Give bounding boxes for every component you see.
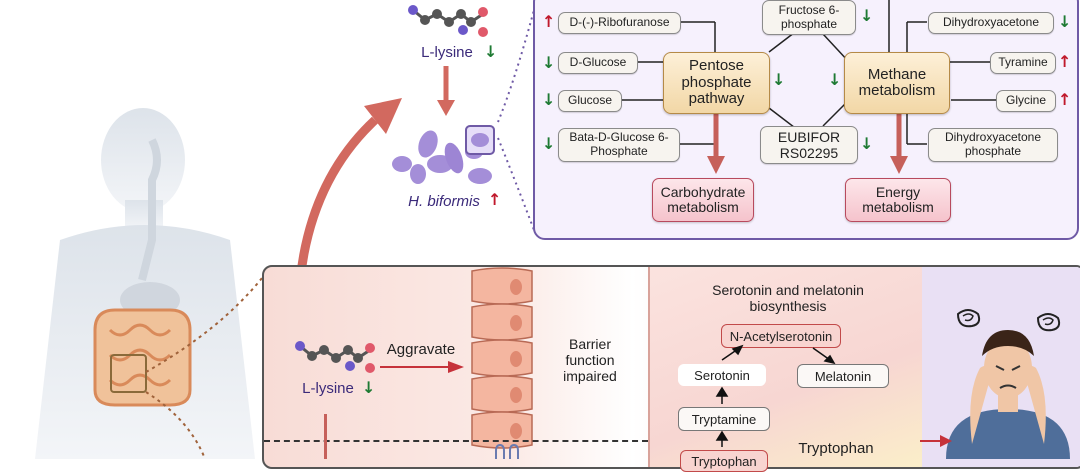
metabolite-tyramine: Tyramine	[990, 52, 1056, 74]
glucose6p-down-arrow-icon: ↓	[542, 134, 556, 153]
lysine-label-top: L-lysine	[421, 44, 473, 61]
lysine-molecule-bottom-icon	[295, 341, 375, 373]
lysine-vertical-connector	[324, 414, 327, 459]
tryptophan-metabolism-label: Tryptophan	[798, 440, 874, 457]
melatonin-box: Melatonin	[797, 364, 889, 388]
bacterium-label: H. biformis	[408, 193, 480, 210]
metabolite-d-glucose: D-Glucose	[558, 52, 638, 74]
tyramine-up-arrow-icon: ↑	[1058, 52, 1072, 71]
fructose-6-phosphate: Fructose 6-phosphate	[762, 0, 856, 35]
down-arrow-to-bacteria	[437, 66, 455, 116]
ribofuranose-up-arrow-icon: ↑	[542, 12, 556, 31]
lysine-molecule-icon	[408, 5, 488, 37]
lysine-label-bottom: L-lysine	[302, 380, 354, 397]
receptor-icon	[495, 444, 519, 459]
zoom-dotted-lines	[497, 10, 535, 230]
glycine-up-arrow-icon: ↑	[1058, 90, 1072, 109]
eubifor-down-arrow-icon: ↓	[860, 134, 874, 153]
bacteria-cluster-icon	[392, 125, 495, 184]
middle-down-arrow-icon: ↓	[828, 70, 842, 89]
eubifor-gene: EUBIFOR RS02295	[760, 126, 858, 164]
bacterium-up-arrow-icon: ↑	[488, 190, 502, 209]
metabolite-glycine: Glycine	[996, 90, 1056, 112]
aggravate-label: Aggravate	[386, 341, 456, 358]
dashed-divider	[264, 440, 648, 442]
metabolite-dihydroxyacetone-phosphate: Dihydroxyacetone phosphate	[928, 128, 1058, 162]
barrier-function-label: Barrier function impaired	[563, 336, 617, 385]
n-acetylserotonin: N-Acetylserotonin	[721, 324, 841, 348]
tryptamine-box: Tryptamine	[678, 407, 770, 431]
epithelial-cells	[471, 267, 533, 449]
d-glucose-down-arrow-icon: ↓	[542, 53, 556, 72]
metabolite-glucose: Glucose	[558, 90, 622, 112]
distressed-person-icon	[946, 309, 1070, 459]
energy-metabolism: Energy metabolism	[845, 178, 951, 222]
pentose-down-arrow-icon: ↓	[772, 70, 786, 89]
pathway-connectors	[621, 0, 997, 174]
fructose-down-arrow-icon: ↓	[860, 6, 874, 25]
serotonin-box: Serotonin	[678, 364, 766, 386]
pentose-phosphate-pathway: Pentose phosphate pathway	[663, 52, 770, 114]
dihydroxyacetone-down-arrow-icon: ↓	[1058, 12, 1072, 31]
human-silhouette	[35, 108, 263, 459]
metabolite-ribofuranose: D-(-)-Ribofuranose	[558, 12, 681, 34]
serotonin-pathway-arrows	[715, 344, 836, 447]
carbohydrate-metabolism: Carbohydrate metabolism	[652, 178, 754, 222]
serotonin-pathway-title: Serotonin and melatonin biosynthesis	[712, 282, 864, 315]
metabolite-glucose-6-phosphate: Bata-D-Glucose 6-Phosphate	[558, 128, 680, 162]
methane-metabolism: Methane metabolism	[844, 52, 950, 114]
lysine-top-down-arrow-icon: ↓	[484, 42, 498, 61]
right-arrow-to-person	[920, 435, 952, 447]
aggravate-arrow	[380, 361, 464, 373]
metabolic-pathway-panel	[533, 0, 1079, 240]
lysine-bottom-down-arrow-icon: ↓	[362, 378, 376, 397]
glucose-down-arrow-icon: ↓	[542, 90, 556, 109]
metabolite-dihydroxyacetone: Dihydroxyacetone	[928, 12, 1054, 34]
